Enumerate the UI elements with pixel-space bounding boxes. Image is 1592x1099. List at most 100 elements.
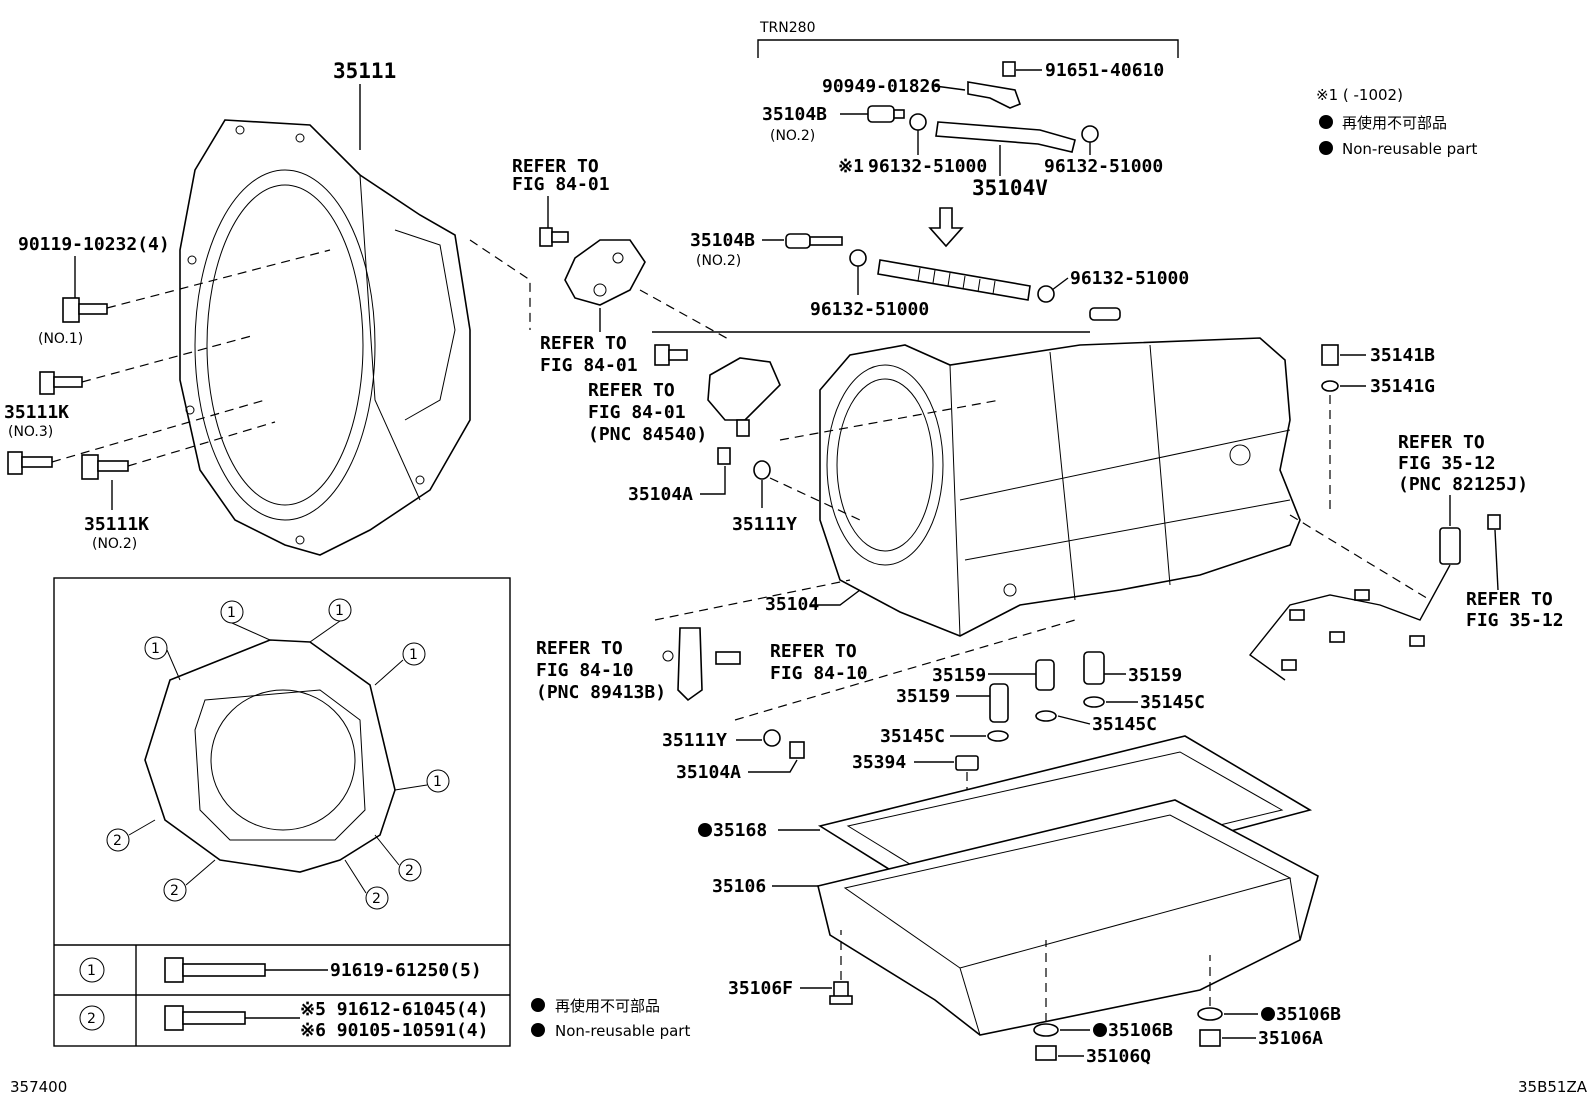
label-35106: 35106 (712, 876, 766, 897)
label-96132-b: 96132-51000 (1044, 156, 1163, 177)
clamp-96132-c (849, 249, 867, 267)
washer-35145c-a (1083, 696, 1105, 708)
bolt-35111k-no3-upper (39, 371, 83, 395)
label-35159-b: 35159 (1128, 665, 1182, 686)
bolt-90119 (62, 297, 108, 323)
gasket-35106b-a (1033, 1023, 1059, 1037)
bolt-index-1: 1 (87, 963, 96, 979)
plug-35106q (1035, 1045, 1057, 1061)
bolt-part-91619: 91619-61250(5) (330, 960, 482, 981)
legend-top-mark: ※1 ( -1002) (1316, 86, 1403, 104)
label-35145c-a: 35145C (1140, 692, 1205, 713)
svg-text:2: 2 (405, 863, 414, 879)
label-35104a-a: 35104A (628, 484, 693, 505)
label-35159-c: 35159 (896, 686, 950, 707)
label-no2-b: (NO.2) (770, 128, 815, 144)
refer-b-1: REFER TO (540, 333, 627, 354)
refer-c-3: (PNC 84540) (588, 424, 707, 445)
label-35159-a: 35159 (932, 665, 986, 686)
refer-f-3: (PNC 89413B) (536, 682, 666, 703)
label-91651: 91651-40610 (1045, 60, 1164, 81)
bolt-35104a-b (789, 741, 805, 759)
label-35145c-c: 35145C (880, 726, 945, 747)
plug-35106f (829, 981, 853, 1005)
marker-2b: 2 (163, 878, 187, 902)
label-35111y-a: 35111Y (732, 514, 797, 535)
label-35394: 35394 (852, 752, 906, 773)
bolt-index-2: 2 (87, 1011, 96, 1027)
legend-bullet-1 (531, 998, 545, 1012)
bolt-35104a-a (717, 447, 731, 465)
switch-sensor (564, 239, 646, 306)
svg-text:1: 1 (151, 641, 160, 657)
bolt-sensor-f (715, 651, 741, 665)
washer-35145c-c (987, 730, 1009, 742)
label-90949: 90949-01826 (822, 76, 941, 97)
marker-1b: 1 (328, 598, 352, 622)
screen-35159-b (1083, 651, 1105, 685)
mark-1: ※1 (838, 156, 864, 177)
refer-c-2: FIG 84-01 (588, 402, 686, 423)
legend-top-en: Non-reusable part (1342, 140, 1477, 158)
label-35111: 35111 (333, 59, 396, 83)
bolt-table-row-2: 2 ※5 91612-61045(4) ※6 90105-10591(4) (79, 999, 488, 1041)
refer-f-2: FIG 84-10 (536, 660, 634, 681)
sensor-89413b (662, 627, 703, 702)
wire-harness (1248, 564, 1451, 681)
variant-title: TRN280 (759, 20, 815, 36)
screen-35159-c (989, 683, 1009, 723)
refer-d-3: (PNC 82125J) (1398, 474, 1528, 495)
label-35111k-no2: 35111K (84, 514, 149, 535)
label-no3: (NO.3) (8, 424, 53, 440)
clamp-96132-d (1037, 285, 1055, 303)
svg-text:1: 1 (227, 605, 236, 621)
label-35168: 35168 (713, 820, 767, 841)
marker-1c: 1 (144, 636, 168, 660)
bolt-harness (1487, 514, 1501, 530)
label-no2-a: (NO.2) (92, 536, 137, 552)
bolt-35141b (1321, 344, 1339, 366)
bolt-table-row-1: 1 91619-61250(5) (79, 957, 482, 983)
speed-sensor-84540 (707, 357, 781, 437)
gasket-inset (53, 577, 511, 1047)
legend-bottom-jp: 再使用不可部品 (555, 997, 660, 1015)
speed-sensor-82125j (1439, 527, 1461, 565)
bracket-90949 (967, 81, 1022, 109)
refer-e-2: FIG 35-12 (1466, 610, 1564, 631)
marker-2a: 2 (106, 828, 130, 852)
fitting-35104b-top (867, 105, 905, 123)
legend-bottom-en: Non-reusable part (555, 1022, 690, 1040)
hose-corrugated (877, 259, 1031, 301)
oil-pan-35106 (817, 799, 1319, 1036)
label-35111y-b: 35111Y (662, 730, 727, 751)
svg-text:1: 1 (409, 647, 418, 663)
bolt-35111k-no2 (81, 454, 129, 480)
refer-a-2: FIG 84-01 (512, 174, 610, 195)
bell-housing-35111 (179, 119, 471, 556)
label-35104v: 35104V (972, 176, 1048, 200)
label-35106f: 35106F (728, 978, 793, 999)
label-35106b-a: 35106B (1108, 1020, 1173, 1041)
bolt-part-90105: ※6 90105-10591(4) (300, 1020, 488, 1041)
svg-text:1: 1 (335, 603, 344, 619)
gasket-35106b-b (1197, 1007, 1223, 1021)
bolt-sensor-b (654, 344, 688, 366)
gasket-outline (144, 639, 396, 873)
label-35111k-no3: 35111K (4, 402, 69, 423)
oring-35111y-b (763, 729, 781, 747)
footer-left-code: 357400 (10, 1078, 67, 1096)
marker-1d: 1 (402, 642, 426, 666)
refer-f-1: REFER TO (536, 638, 623, 659)
svg-text:2: 2 (372, 891, 381, 907)
label-35141g: 35141G (1370, 376, 1435, 397)
clamp-96132-b (1081, 125, 1099, 143)
label-35106b-b: 35106B (1276, 1004, 1341, 1025)
bolt-91651 (1002, 61, 1016, 77)
label-96132-a: 96132-51000 (868, 156, 987, 177)
label-35106q: 35106Q (1086, 1046, 1151, 1067)
marker-1e: 1 (426, 769, 450, 793)
label-35141b: 35141B (1370, 345, 1435, 366)
bolt-sensor-a (539, 227, 569, 247)
label-no1: (NO.1) (38, 331, 83, 347)
label-35104b-mid: 35104B (690, 230, 755, 251)
